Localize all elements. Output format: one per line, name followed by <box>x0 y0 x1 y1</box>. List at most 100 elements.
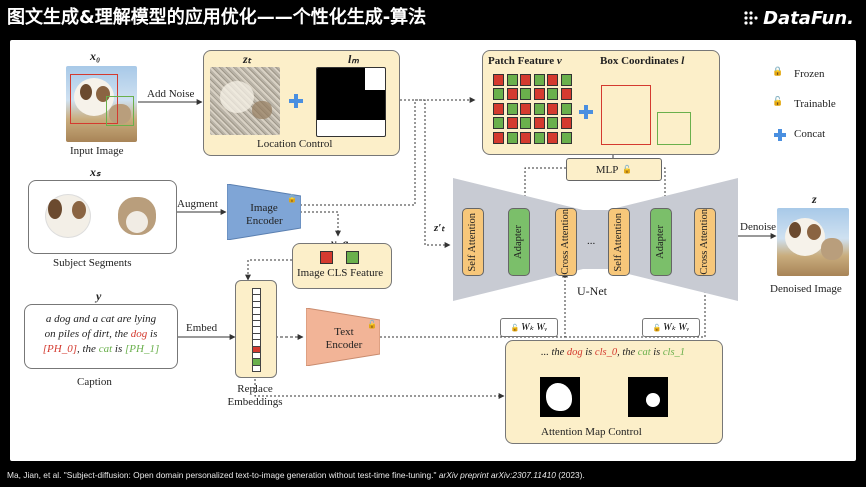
attn-text-segment: , the <box>617 347 638 358</box>
citation-main: Ma, Jian, et al. "Subject-diffusion: Ope… <box>7 470 437 480</box>
augment-label: Augment <box>177 198 218 210</box>
attn-cat-word: cat <box>637 347 651 358</box>
caption-text-segment: is <box>147 327 158 340</box>
patch-token <box>547 88 559 101</box>
caption-line-2: on piles of dirt, the dog is <box>28 327 174 342</box>
page-title: 图文生成&理解模型的应用优化——个性化生成-算法 <box>7 7 427 28</box>
citation-year: (2023). <box>558 470 585 480</box>
legend-concat: Concat <box>794 128 826 140</box>
wk-wv-label: Wₖ Wᵥ <box>663 322 690 333</box>
cat-segment-photo <box>108 187 163 245</box>
patch-token <box>520 88 532 101</box>
patch-token <box>547 74 559 86</box>
cls-red-token <box>320 251 333 264</box>
attn-cls0: cls_0 <box>594 347 618 358</box>
frozen-lock-icon: 🔒 <box>772 67 784 77</box>
patch-feature-symbol: v <box>556 55 562 67</box>
concat-plus-icon <box>289 94 303 108</box>
z-symbol: z <box>812 192 817 206</box>
patch-token <box>561 131 572 144</box>
attn-text-segment: ... the <box>540 347 567 358</box>
text-encoder-shape <box>306 308 380 366</box>
patch-token <box>547 102 559 115</box>
patch-token <box>520 131 532 144</box>
cls-green-token <box>346 251 359 264</box>
noisy-latent-photo <box>210 67 280 135</box>
dog-segment-photo <box>40 187 95 245</box>
unet-ellipsis: ... <box>587 235 596 247</box>
trainable-lock-icon: 🔓 <box>772 97 784 107</box>
patch-token <box>533 74 545 86</box>
patch-token <box>520 117 532 130</box>
cross-attention-label: Cross Attention <box>560 209 572 275</box>
attn-dog-word: dog <box>566 347 583 358</box>
attn-cls1: cls_1 <box>662 347 686 358</box>
patch-token <box>561 74 572 86</box>
embedding-sequence <box>252 288 261 373</box>
adapter-block-2: Adapter <box>650 208 672 276</box>
diagram-panel: x₀ Input Image Add Noise zₜ lₘ Location … <box>10 40 856 461</box>
caption-text-segment: , the <box>77 342 99 355</box>
patch-token <box>493 117 504 130</box>
embed-label: Embed <box>186 322 218 334</box>
patch-token <box>506 102 518 115</box>
caption-ph0: [PH_0] <box>42 342 77 355</box>
dog-attention-map <box>540 377 580 417</box>
trainable-lock-icon: 🔓 <box>367 320 377 329</box>
patch-feature-label: Patch Feature <box>488 55 555 67</box>
x0-symbol: x₀ <box>90 49 101 63</box>
self-attention-block-2: Self Attention <box>608 208 630 276</box>
dog-bounding-box <box>601 85 651 145</box>
zt-symbol: zₜ <box>243 52 252 66</box>
box-coords-symbol: l <box>681 55 685 67</box>
patch-token <box>561 117 572 130</box>
patch-token <box>506 74 518 86</box>
logo-mark-icon <box>743 10 759 26</box>
wk-wv-badge-2: 🔓Wₖ Wᵥ <box>642 318 700 337</box>
caption-label: Caption <box>77 376 112 388</box>
patch-token <box>493 102 504 115</box>
subject-segments-label: Subject Segments <box>53 257 132 269</box>
caption-dog-word: dog <box>130 327 148 340</box>
adapter-label: Adapter <box>655 225 667 259</box>
trainable-lock-icon: 🔓 <box>622 165 633 174</box>
xs-symbol: xₛ <box>90 165 101 179</box>
patch-token <box>506 131 518 144</box>
trainable-lock-icon: 🔓 <box>510 323 520 332</box>
patch-feature-grid <box>493 74 575 146</box>
zt-prime-symbol: z′ₜ <box>434 222 445 234</box>
cross-attention-block-2: Cross Attention <box>694 208 716 276</box>
patch-token <box>493 74 504 86</box>
frozen-lock-icon: 🔒 <box>287 194 297 203</box>
caption-box <box>24 304 178 369</box>
input-image-label: Input Image <box>70 145 124 157</box>
datafun-logo: DataFun. <box>743 6 854 30</box>
self-attention-label: Self Attention <box>613 212 625 272</box>
patch-token <box>561 88 572 101</box>
patch-token <box>533 131 545 144</box>
self-attention-block-1: Self Attention <box>462 208 484 276</box>
concat-plus-icon <box>774 129 786 141</box>
patch-token <box>561 102 572 115</box>
logo-text: DataFun. <box>763 7 854 29</box>
denoised-image-photo <box>777 208 849 276</box>
y-symbol: y <box>96 289 102 303</box>
patch-token <box>533 102 545 115</box>
adapter-label: Adapter <box>513 225 525 259</box>
caption-line-1: a dog and a cat are lying <box>45 313 157 325</box>
patch-token <box>506 88 518 101</box>
wk-wv-badge-1: 🔓Wₖ Wᵥ <box>500 318 558 337</box>
patch-token <box>493 88 504 101</box>
caption-ph1: [PH_1] <box>125 342 160 355</box>
attention-caption: ... the dog is cls_0, the cat is cls_1 <box>510 347 716 358</box>
trainable-lock-icon: 🔓 <box>652 323 662 332</box>
caption-text-segment: is <box>112 342 125 355</box>
connector-lines <box>138 97 777 399</box>
caption-line-3: [PH_0], the cat is [PH_1] <box>28 342 174 357</box>
box-coords-label: Box Coordinates <box>600 55 679 67</box>
patch-token <box>547 117 559 130</box>
patch-token <box>547 131 559 144</box>
cross-attention-label: Cross Attention <box>699 209 711 275</box>
add-noise-label: Add Noise <box>147 88 195 100</box>
input-image-photo <box>66 66 137 142</box>
